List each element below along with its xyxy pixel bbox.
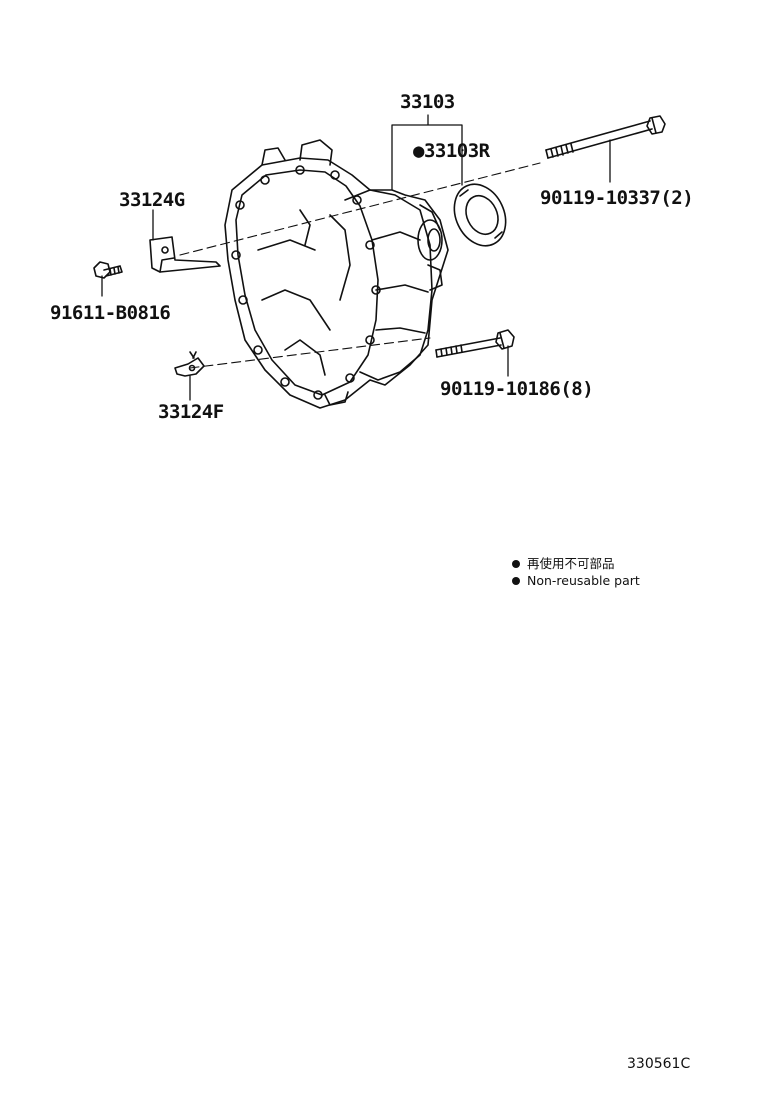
bolt-long bbox=[545, 115, 666, 159]
transmission-case bbox=[224, 139, 449, 409]
oil-seal bbox=[453, 183, 507, 247]
label-33103r: ●33103R bbox=[413, 140, 491, 162]
label-33103: 33103 bbox=[400, 91, 455, 113]
legend-row-english: Non-reusable part bbox=[512, 572, 640, 589]
label-91611-b0816: 91611-B0816 bbox=[50, 302, 170, 324]
label-90119-10337: 90119-10337(2) bbox=[540, 187, 693, 209]
bolt-small bbox=[93, 261, 123, 279]
bullet-icon bbox=[512, 559, 520, 568]
bracket-33124g bbox=[149, 236, 221, 273]
legend-japanese: 再使用不可部品 bbox=[527, 556, 615, 571]
legend: 再使用不可部品 Non-reusable part bbox=[512, 555, 640, 589]
diagram-code: 330561C bbox=[627, 1056, 691, 1072]
label-33124g: 33124G bbox=[119, 189, 185, 211]
bullet-icon bbox=[512, 576, 520, 585]
legend-row-japanese: 再使用不可部品 bbox=[512, 555, 640, 572]
bolt-medium bbox=[435, 329, 515, 358]
label-33124f: 33124F bbox=[158, 401, 224, 423]
alignment-lines bbox=[179, 162, 541, 369]
bracket-33124f bbox=[174, 351, 205, 377]
leader-lines bbox=[101, 114, 611, 401]
legend-english: Non-reusable part bbox=[527, 573, 640, 588]
label-90119-10186: 90119-10186(8) bbox=[440, 378, 593, 400]
